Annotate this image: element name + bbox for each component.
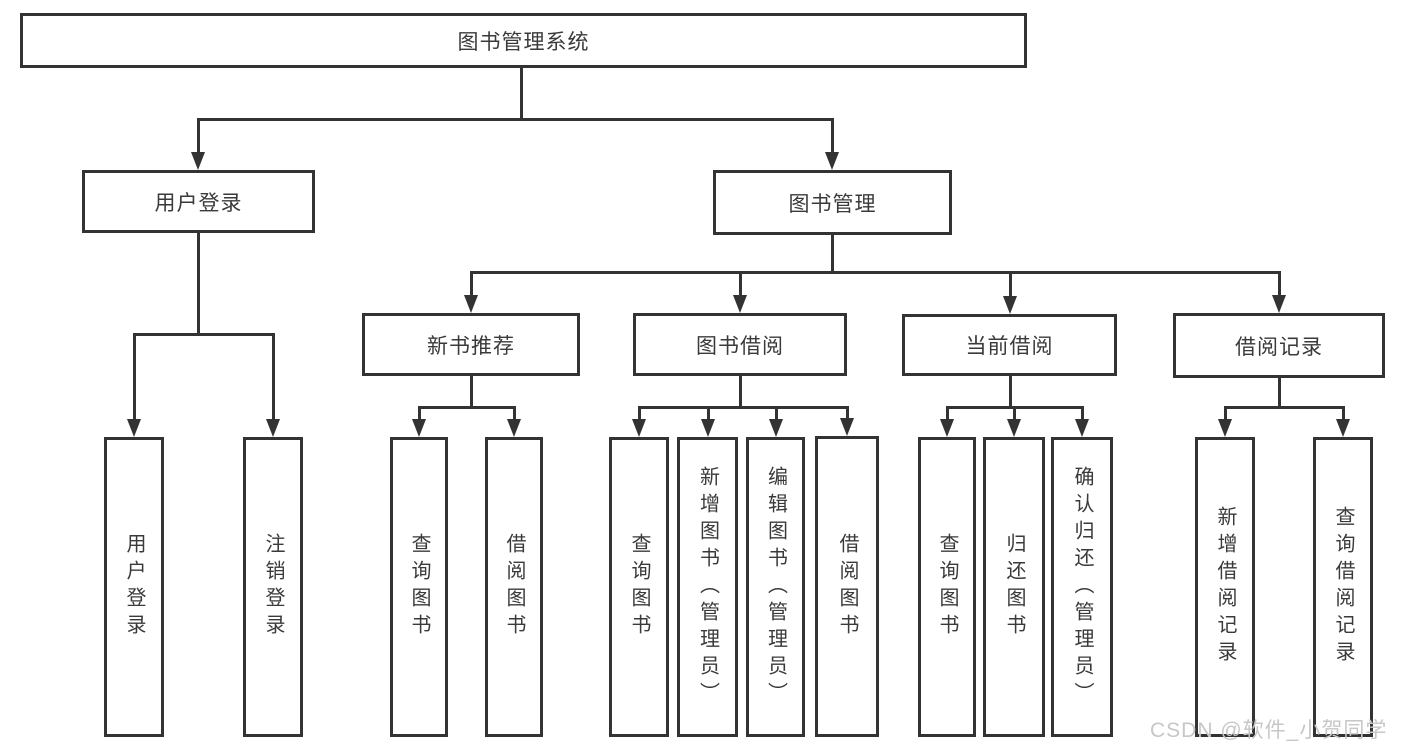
connector-line — [1008, 271, 1012, 297]
connector-arrowhead — [1007, 419, 1021, 437]
connector-arrowhead — [191, 152, 205, 170]
connector-arrowhead — [701, 419, 715, 437]
connector-line — [196, 118, 200, 153]
node-current-borrow: 当前借阅 — [902, 314, 1117, 376]
connector-line — [196, 233, 200, 336]
node-root-label: 图书管理系统 — [457, 30, 590, 54]
connector-line — [1223, 405, 1345, 409]
node-new-book-recommend: 新书推荐 — [362, 313, 580, 376]
connector-arrowhead — [940, 419, 954, 437]
connector-line — [271, 333, 275, 420]
node-borrow-record-label: 借阅记录 — [1235, 335, 1323, 359]
leaf-user-login-logout: 注销登录 — [243, 437, 303, 737]
connector-line — [830, 118, 834, 153]
connector-line — [945, 406, 949, 420]
connector-line — [845, 406, 849, 419]
connector-line — [132, 333, 136, 420]
leaf-current-query-book: 查询图书 — [918, 437, 976, 737]
leaf-label: 查询借阅记录 — [1332, 506, 1354, 668]
leaf-borrow-edit-book-admin: 编辑图书（管理员） — [746, 437, 805, 737]
connector-arrowhead — [1336, 419, 1350, 437]
connector-arrowhead — [464, 295, 478, 313]
node-book-borrow-label: 图书借阅 — [696, 334, 784, 358]
connector-line — [774, 406, 778, 420]
node-book-management: 图书管理 — [713, 170, 952, 235]
leaf-label: 新增借阅记录 — [1214, 506, 1236, 668]
connector-line — [738, 376, 742, 409]
connector-line — [706, 406, 710, 420]
leaf-label: 用户登录 — [123, 533, 145, 641]
connector-line — [469, 271, 473, 296]
leaf-recommend-borrow-book: 借阅图书 — [485, 437, 543, 737]
connector-line — [1223, 406, 1227, 420]
connector-line — [1012, 406, 1016, 420]
leaf-label: 查询图书 — [628, 533, 650, 641]
leaf-label: 查询图书 — [936, 533, 958, 641]
watermark: CSDN @软件_小贺同学 — [1150, 719, 1388, 742]
connector-line — [196, 117, 834, 121]
connector-line — [132, 332, 275, 336]
leaf-user-login-login: 用户登录 — [104, 437, 164, 737]
connector-line — [830, 235, 834, 274]
leaf-label: 借阅图书 — [836, 532, 858, 641]
connector-arrowhead — [1075, 419, 1089, 437]
connector-line — [1080, 406, 1084, 420]
leaf-label: 查询图书 — [408, 533, 430, 641]
node-user-login: 用户登录 — [82, 170, 315, 233]
connector-arrowhead — [825, 152, 839, 170]
connector-arrowhead — [1218, 419, 1232, 437]
connector-arrowhead — [733, 295, 747, 313]
connector-line — [738, 271, 742, 296]
leaf-record-add-record: 新增借阅记录 — [1195, 437, 1255, 737]
leaf-record-query-record: 查询借阅记录 — [1313, 437, 1373, 737]
connector-line — [1277, 378, 1281, 409]
connector-line — [1341, 406, 1345, 420]
connector-line — [417, 405, 516, 409]
node-borrow-record: 借阅记录 — [1173, 313, 1385, 378]
node-root: 图书管理系统 — [20, 13, 1027, 68]
node-book-borrow: 图书借阅 — [633, 313, 847, 376]
connector-arrowhead — [769, 419, 783, 437]
node-book-management-label: 图书管理 — [788, 192, 877, 216]
leaf-borrow-query-book: 查询图书 — [609, 437, 669, 737]
leaf-label: 新增图书（管理员） — [696, 465, 719, 709]
leaf-label: 借阅图书 — [503, 533, 525, 641]
leaf-current-confirm-return-admin: 确认归还（管理员） — [1051, 437, 1113, 737]
connector-arrowhead — [632, 419, 646, 437]
connector-line — [512, 406, 516, 420]
connector-line — [637, 406, 641, 420]
leaf-label: 确认归还（管理员） — [1071, 465, 1093, 709]
node-new-book-recommend-label: 新书推荐 — [427, 334, 515, 358]
leaf-borrow-add-book-admin: 新增图书（管理员） — [677, 437, 738, 737]
node-current-borrow-label: 当前借阅 — [965, 335, 1054, 358]
connector-line — [417, 406, 421, 420]
connector-arrowhead — [840, 418, 854, 436]
connector-line — [637, 405, 849, 409]
connector-line — [1008, 376, 1012, 409]
node-user-login-label: 用户登录 — [154, 191, 243, 215]
connector-arrowhead — [412, 419, 426, 437]
connector-line — [469, 376, 473, 409]
connector-arrowhead — [1003, 296, 1017, 314]
connector-arrowhead — [1272, 295, 1286, 313]
leaf-label: 归还图书 — [1003, 533, 1025, 641]
leaf-borrow-borrow-book: 借阅图书 — [815, 436, 879, 737]
connector-line — [469, 270, 1281, 274]
leaf-current-return-book: 归还图书 — [983, 437, 1045, 737]
connector-line — [519, 66, 523, 121]
leaf-label: 编辑图书（管理员） — [764, 465, 787, 709]
connector-arrowhead — [127, 419, 141, 437]
connector-arrowhead — [266, 419, 280, 437]
connector-arrowhead — [507, 419, 521, 437]
leaf-label: 注销登录 — [262, 533, 284, 641]
connector-line — [1277, 271, 1281, 296]
leaf-recommend-query-book: 查询图书 — [390, 437, 448, 737]
